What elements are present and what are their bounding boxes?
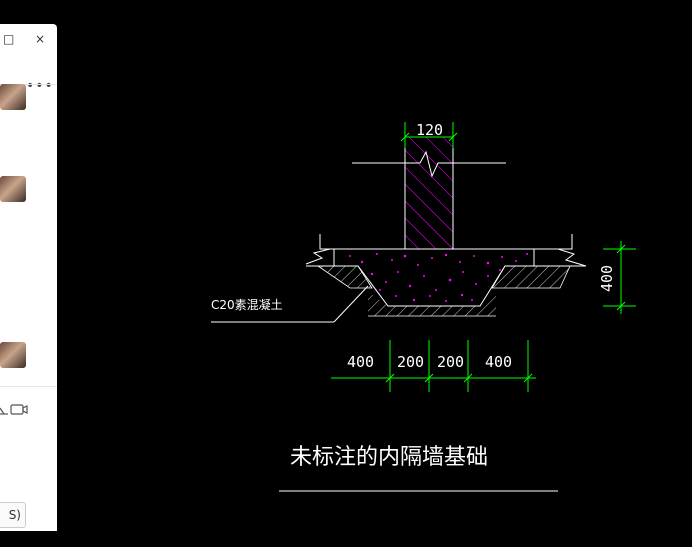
bottom-dimensions: 400 200 200 400 <box>331 340 536 392</box>
divider <box>0 84 57 85</box>
avatar[interactable] <box>0 84 26 110</box>
send-button[interactable]: S) <box>0 502 26 528</box>
drawing-title-group: 未标注的内隔墙基础 <box>279 445 558 492</box>
restore-icon[interactable]: □ <box>3 32 15 46</box>
wall <box>352 136 506 250</box>
dim-label-4: 400 <box>485 353 512 371</box>
avatar[interactable] <box>0 342 26 368</box>
chat-panel: □ × ••• S) <box>0 24 57 531</box>
video-call-icon[interactable] <box>10 404 28 415</box>
wall-width-label: 120 <box>416 121 443 139</box>
dim-label-2: 200 <box>397 353 424 371</box>
dim-label-1: 400 <box>347 353 374 371</box>
height-dimension: 400 <box>598 241 636 314</box>
more-options-icon[interactable]: ••• <box>26 78 54 94</box>
earth-hatch <box>316 265 571 317</box>
emoji-icon[interactable] <box>0 407 8 415</box>
dim-label-3: 200 <box>437 353 464 371</box>
height-label: 400 <box>598 265 616 292</box>
material-label: C20素混凝土 <box>211 297 283 312</box>
material-leader: C20素混凝土 <box>211 285 369 323</box>
avatar[interactable] <box>0 176 26 202</box>
close-icon[interactable]: × <box>35 32 46 46</box>
drawing-title: 未标注的内隔墙基础 <box>290 445 488 470</box>
wall-width-dimension: 120 <box>400 121 458 148</box>
divider <box>0 386 57 387</box>
